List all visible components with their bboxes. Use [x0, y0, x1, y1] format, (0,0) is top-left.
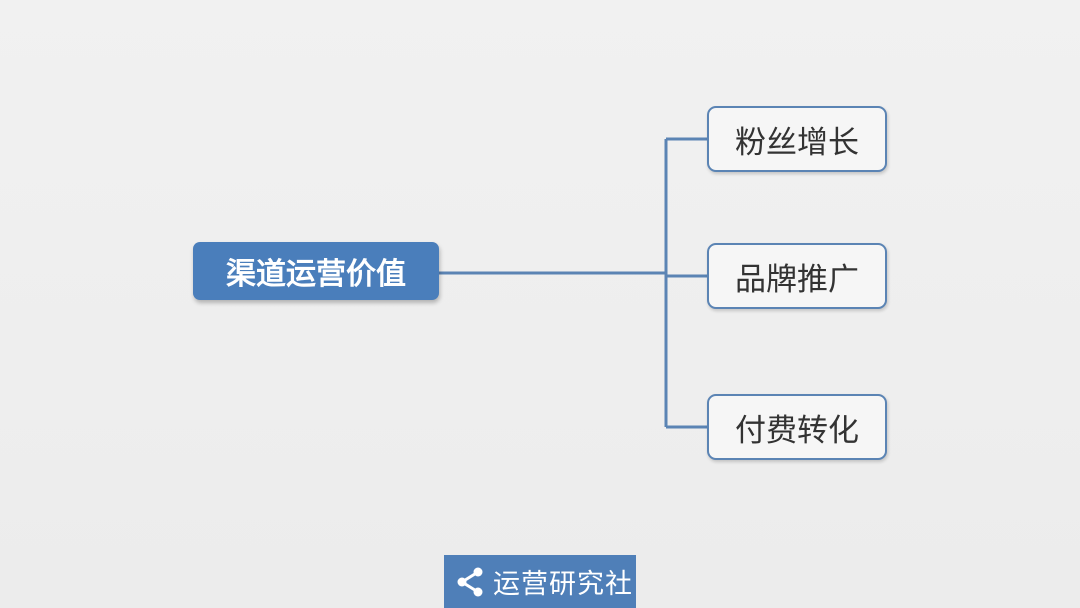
brand-logo: 运营研究社 — [444, 555, 636, 608]
share-icon — [457, 567, 483, 596]
root-node-label: 渠道运营价值 — [226, 257, 406, 292]
brand-name: 运营研究社 — [493, 569, 633, 600]
child-node-label: 粉丝增长 — [735, 124, 859, 161]
child-node-fan-growth: 粉丝增长 — [707, 106, 887, 172]
child-node-label: 品牌推广 — [735, 261, 859, 298]
root-node: 渠道运营价值 — [193, 242, 439, 300]
child-node-paid-conversion: 付费转化 — [707, 394, 887, 460]
child-node-label: 付费转化 — [735, 412, 859, 449]
child-node-brand-promotion: 品牌推广 — [707, 243, 887, 309]
